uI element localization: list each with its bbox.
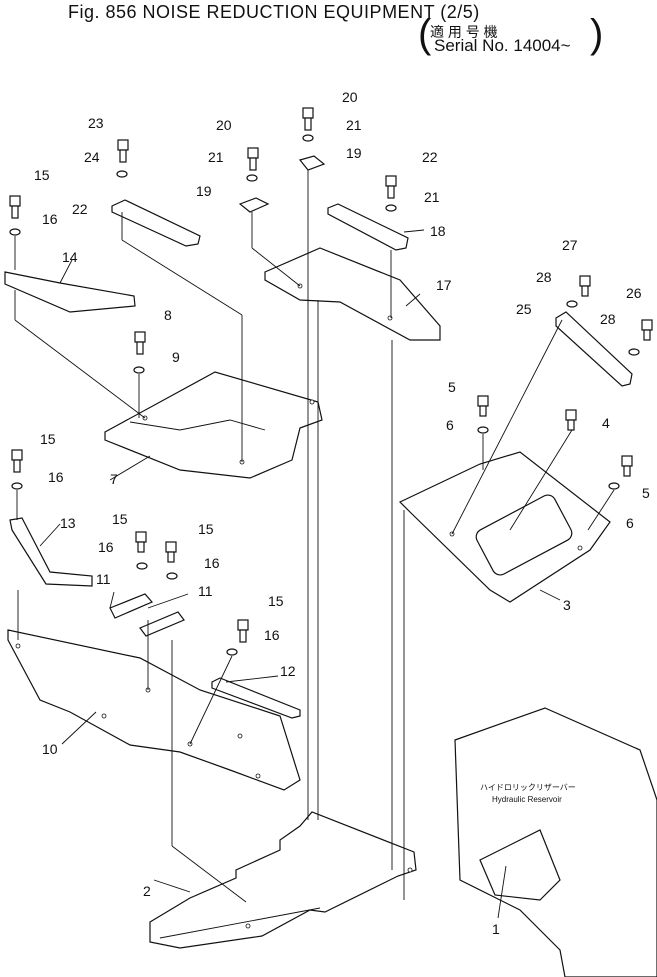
- callout-28a: 28: [536, 269, 552, 285]
- callout-11b: 11: [198, 583, 213, 599]
- callout-9: 9: [172, 349, 180, 365]
- callout-16d: 16: [204, 555, 220, 571]
- part-2-base-plate: [149, 811, 417, 949]
- callout-15b: 15: [40, 431, 56, 447]
- callout-numbers: 1 2 3 4 5 5 6 6 7 8 9 10 11 11 12 13 14 …: [34, 89, 650, 937]
- callout-20a: 20: [216, 117, 232, 133]
- bolt-15b: [11, 449, 23, 473]
- part-19-plates: [238, 155, 326, 213]
- callout-24: 24: [84, 149, 100, 165]
- bolt-22b: [385, 175, 397, 199]
- bolt-8: [134, 331, 146, 355]
- callout-27: 27: [562, 237, 578, 253]
- bolt-4: [565, 409, 577, 431]
- callout-16e: 16: [264, 627, 280, 643]
- callout-22b: 22: [422, 149, 438, 165]
- callout-15a: 15: [34, 167, 50, 183]
- part-7-middle-plate: [104, 371, 323, 479]
- washers: [9, 134, 640, 656]
- bolt-27: [579, 275, 591, 297]
- callout-10: 10: [42, 741, 58, 757]
- callout-7: 7: [110, 471, 118, 487]
- bolt-26: [641, 319, 653, 341]
- part-25-strap: [555, 311, 633, 387]
- bolt-5b: [621, 455, 633, 477]
- callout-19a: 19: [196, 183, 212, 199]
- callout-14: 14: [62, 249, 78, 265]
- callout-21c: 21: [424, 189, 440, 205]
- serial-number: Serial No. 14004~: [434, 36, 571, 55]
- assembly-lines: [14, 170, 615, 903]
- part-22-strap: [111, 199, 201, 247]
- callout-6a: 6: [446, 417, 454, 433]
- callout-15d: 15: [198, 521, 214, 537]
- callout-28b: 28: [600, 311, 616, 327]
- callout-21b: 21: [346, 117, 362, 133]
- callout-2: 2: [143, 883, 151, 899]
- bolt-15a: [9, 195, 21, 219]
- callout-12: 12: [280, 663, 296, 679]
- bolt-20a: [247, 147, 259, 171]
- callout-3: 3: [563, 597, 571, 613]
- callout-8: 8: [164, 307, 172, 323]
- callout-16a: 16: [42, 211, 58, 227]
- reservoir-label-en: Hydraulic Reservoir: [492, 795, 562, 804]
- callout-19b: 19: [346, 145, 362, 161]
- part-13-bracket: [9, 517, 93, 587]
- part-11-plates: [109, 593, 185, 637]
- callout-4: 4: [602, 415, 610, 431]
- callout-25: 25: [516, 301, 532, 317]
- bolt-15e: [237, 619, 249, 643]
- callout-20b: 20: [342, 89, 358, 105]
- callout-16b: 16: [48, 469, 64, 485]
- reservoir-label-jp: ハイドロリックリザーバー: [480, 783, 576, 792]
- callout-13: 13: [60, 515, 76, 531]
- callout-21a: 21: [208, 149, 224, 165]
- callout-23: 23: [88, 115, 104, 131]
- applicability-label: 適 用 号 機: [430, 24, 498, 40]
- part-10-lower-plate: [7, 629, 301, 791]
- callout-5b: 5: [642, 485, 650, 501]
- part-3-cover: [398, 451, 611, 603]
- callout-22a: 22: [72, 201, 88, 217]
- callout-11a: 11: [96, 571, 111, 587]
- callout-5a: 5: [448, 379, 456, 395]
- callout-15c: 15: [112, 511, 128, 527]
- open-paren: (: [418, 12, 432, 56]
- part-14-bracket: [4, 271, 136, 313]
- callout-18: 18: [430, 223, 446, 239]
- bolt-5a: [477, 395, 489, 417]
- part-1-reservoir-cover: ハイドロリックリザーバー Hydraulic Reservoir: [454, 707, 657, 977]
- bolt-20b: [302, 107, 314, 131]
- part-12-strap: [211, 677, 301, 719]
- close-paren: ): [590, 12, 604, 56]
- callout-26: 26: [626, 285, 642, 301]
- bolt-15c: [135, 531, 147, 553]
- callout-1: 1: [492, 921, 500, 937]
- callout-6b: 6: [626, 515, 634, 531]
- callout-15e: 15: [268, 593, 284, 609]
- callout-17: 17: [436, 277, 452, 293]
- bolts: [9, 107, 653, 643]
- callout-16c: 16: [98, 539, 114, 555]
- part-17-plate: [264, 247, 441, 341]
- callout-leaders: [39, 229, 561, 919]
- bolt-15d: [165, 541, 177, 563]
- part-18-strap: [327, 203, 409, 251]
- bolt-23: [117, 139, 129, 163]
- figure-title: Fig. 856 NOISE REDUCTION EQUIPMENT (2/5): [68, 2, 480, 22]
